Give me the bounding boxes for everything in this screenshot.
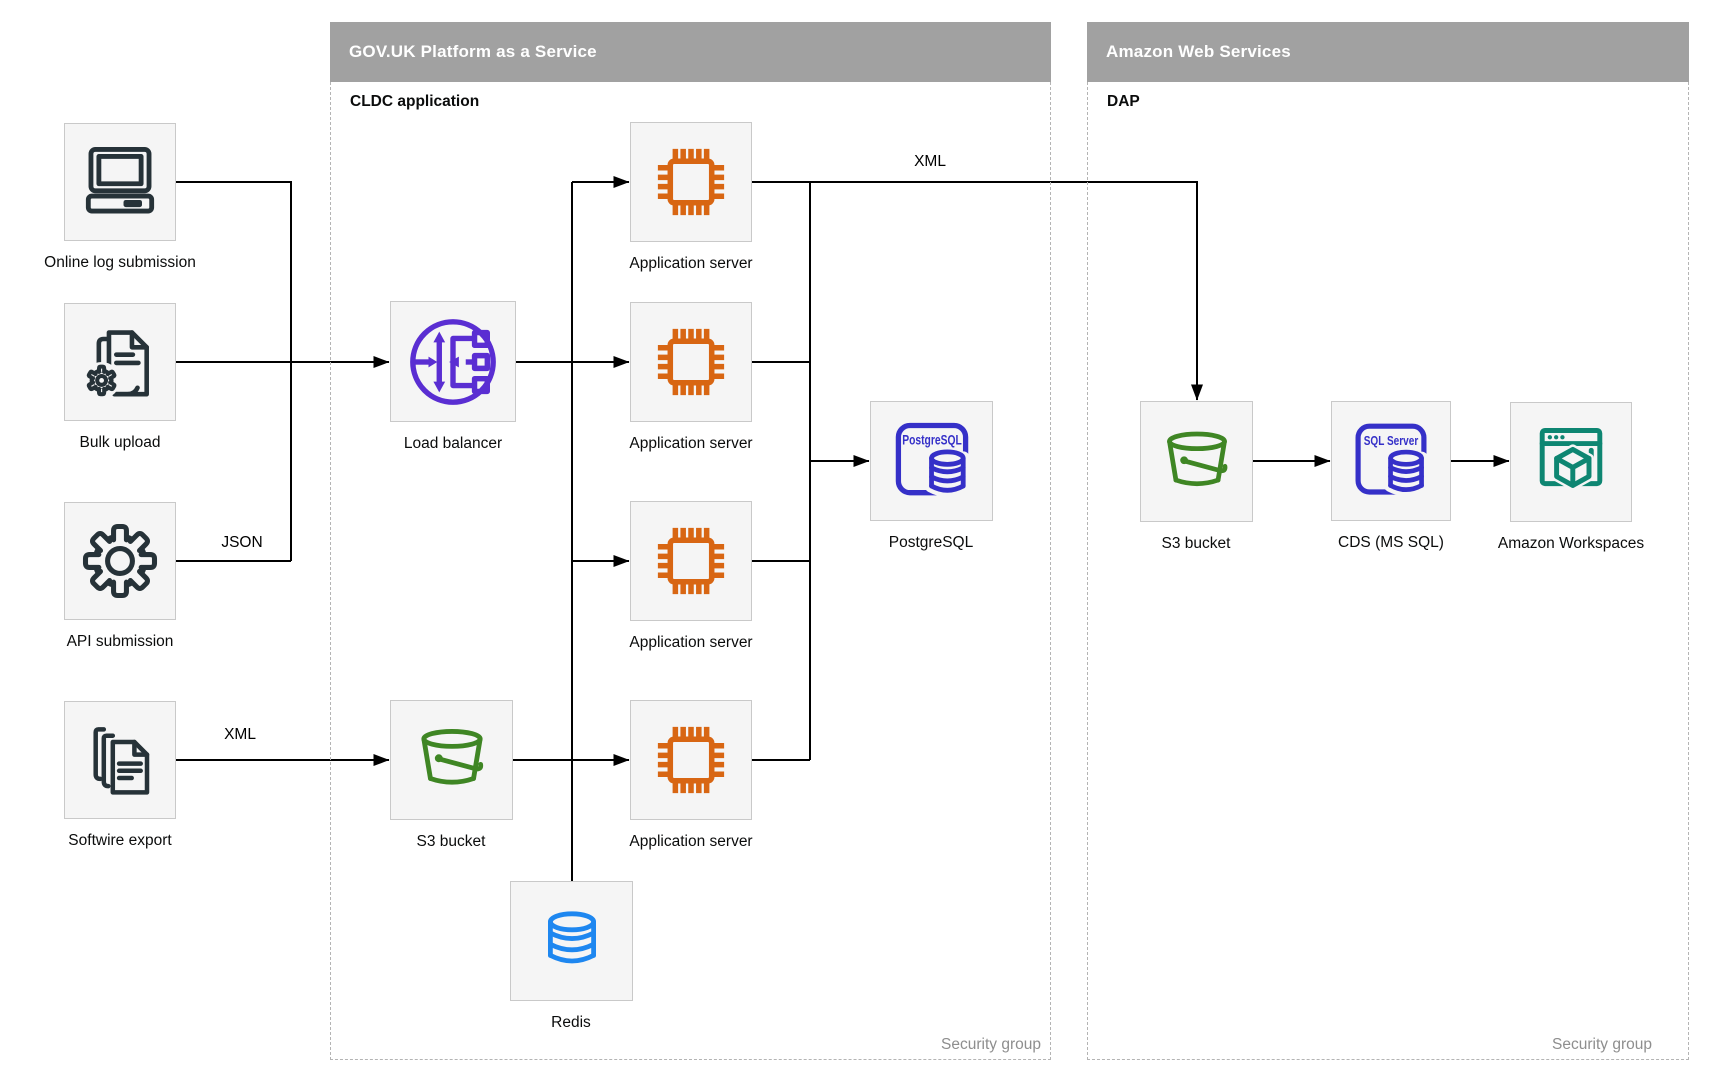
postgresql-badge-text: PostgreSQL <box>902 432 962 448</box>
s3-bucket-icon <box>1166 431 1227 486</box>
node-label: S3 bucket <box>416 833 486 850</box>
node-amazon-workspaces <box>1510 402 1632 522</box>
s3-bucket-icon <box>420 728 483 785</box>
gear-icon <box>82 523 158 599</box>
postgresql-database-icon: PostgreSQL <box>895 422 970 497</box>
chip-icon <box>657 328 725 396</box>
govuk-paas-header: GOV.UK Platform as a Service <box>330 22 1051 82</box>
node-label: Application server <box>629 634 753 651</box>
node-cds-mssql: SQL Server <box>1331 401 1451 521</box>
govuk-security-group-label: Security group <box>941 1036 1041 1053</box>
node-label: Application server <box>629 255 753 272</box>
edge-online-and-api-junction <box>176 181 292 562</box>
node-label: Application server <box>629 435 753 452</box>
govuk-paas-container <box>330 82 1051 1060</box>
desktop-computer-icon <box>85 147 155 214</box>
node-label: Amazon Workspaces <box>1497 535 1645 552</box>
node-online-log-submission <box>64 123 176 241</box>
sql-server-database-icon: SQL Server <box>1355 423 1429 497</box>
documents-stack-icon <box>93 727 150 795</box>
node-bulk-upload <box>64 303 176 421</box>
aws-header: Amazon Web Services <box>1087 22 1689 82</box>
aws-container <box>1087 82 1689 1060</box>
node-label: Redis <box>551 1014 591 1031</box>
node-app-server-4 <box>630 700 752 820</box>
document-gear-icon <box>83 330 149 399</box>
node-s3-bucket-aws <box>1140 401 1253 522</box>
node-softwire-export <box>64 701 176 819</box>
chip-icon <box>657 148 725 216</box>
edge-label-xml-to-aws: XML <box>914 153 946 170</box>
node-label: Online log submission <box>44 254 196 271</box>
node-label: Load balancer <box>403 435 503 452</box>
load-balancer-icon <box>410 318 496 405</box>
node-postgresql: PostgreSQL <box>870 401 993 521</box>
node-api-submission <box>64 502 176 620</box>
node-redis <box>510 881 633 1001</box>
node-label: CDS (MS SQL) <box>1338 534 1444 551</box>
node-label: Softwire export <box>68 832 172 849</box>
aws-security-group-label: Security group <box>1552 1036 1652 1053</box>
node-load-balancer <box>390 301 516 422</box>
edge-label-json: JSON <box>221 534 263 551</box>
database-cylinder-icon <box>547 911 596 964</box>
sql-server-badge-text: SQL Server <box>1364 433 1419 448</box>
node-label: S3 bucket <box>1161 535 1231 552</box>
node-label: API submission <box>66 633 174 650</box>
node-s3-bucket-paas <box>390 700 513 820</box>
workspaces-browser-cube-icon <box>1539 428 1603 491</box>
node-label: Application server <box>629 833 753 850</box>
edge-app1-xml-to-aws-s3 <box>752 181 1203 401</box>
chip-icon <box>657 527 725 595</box>
node-app-server-2 <box>630 302 752 422</box>
chip-icon <box>657 726 725 794</box>
node-label: Bulk upload <box>79 434 161 451</box>
node-app-server-1 <box>630 122 752 242</box>
node-label: PostgreSQL <box>888 534 974 551</box>
node-app-server-3 <box>630 501 752 621</box>
govuk-paas-subtitle: CLDC application <box>350 93 480 110</box>
edge-label-xml-softwire: XML <box>224 726 256 743</box>
aws-subtitle: DAP <box>1107 93 1140 110</box>
